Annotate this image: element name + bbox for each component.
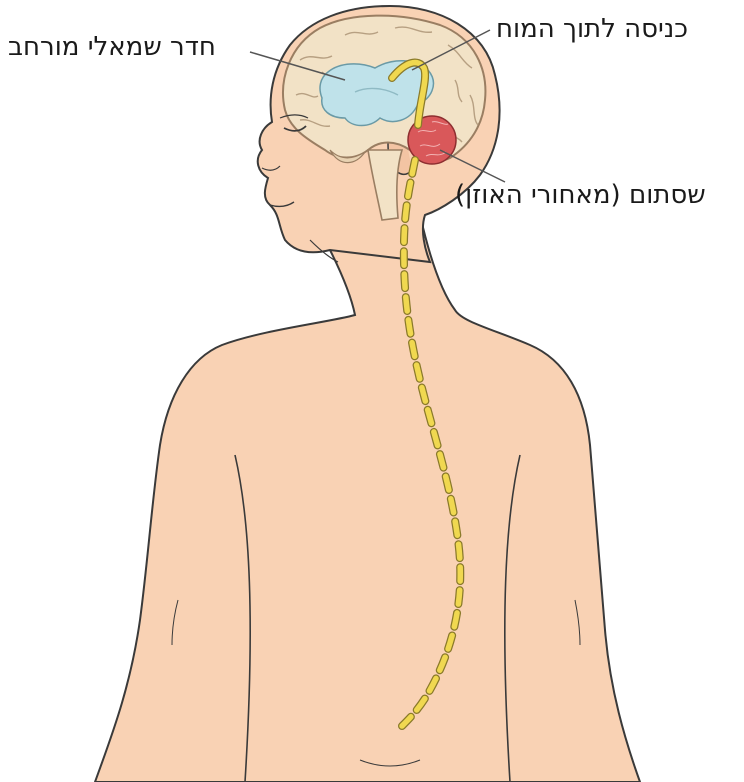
torso <box>95 215 640 782</box>
label-entry-into-brain: כניסה לתוך המוח <box>496 14 688 44</box>
label-shunt-behind-ear: שסתום (מאחורי האוזן) <box>455 180 706 210</box>
label-enlarged-left-ventricle: חדר שמאלי מורחב <box>8 32 216 62</box>
